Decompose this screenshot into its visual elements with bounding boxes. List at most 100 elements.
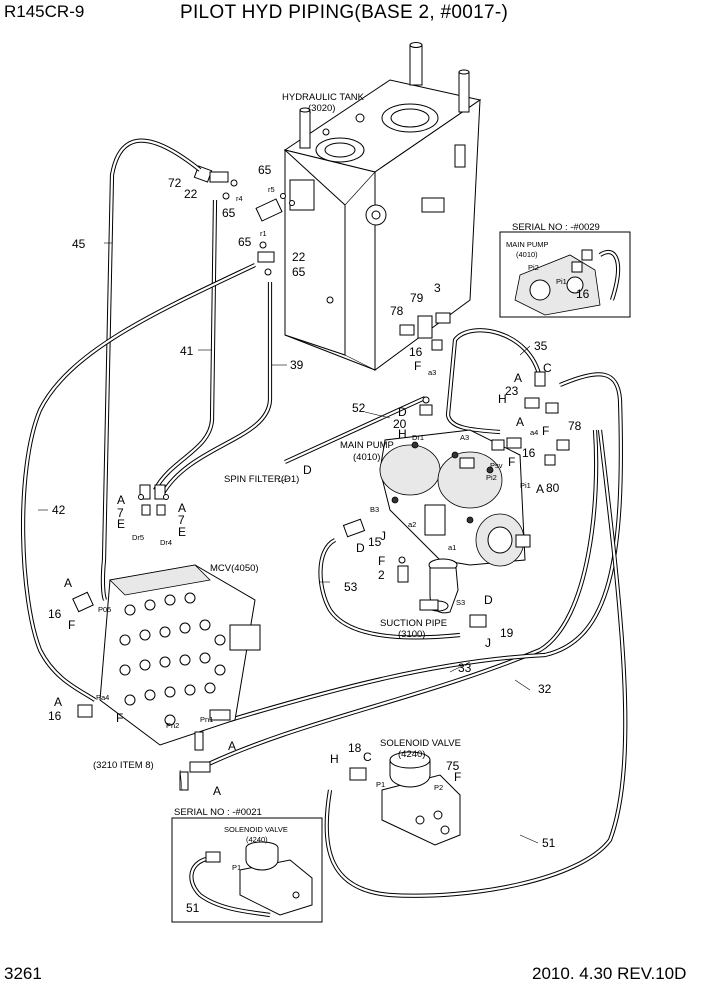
mcv-label: MCV(4050) bbox=[210, 563, 259, 574]
callout-15: 15 bbox=[368, 535, 382, 549]
port-pa4: Pa4 bbox=[96, 693, 109, 702]
hydraulic-tank-number: (3020) bbox=[308, 103, 335, 114]
port-r4: r4 bbox=[236, 194, 243, 203]
inset-port-pi2: Pi2 bbox=[528, 263, 539, 272]
letter-c: C bbox=[543, 361, 552, 375]
port-p1: P1 bbox=[376, 780, 385, 789]
callout-20: 20 bbox=[393, 417, 407, 431]
port-labels: r1 r4 r5 a3 a4 a2 a1 Dr1 A3 Psv Pi2 Pi1 … bbox=[96, 185, 538, 792]
letter-h: H bbox=[398, 427, 407, 441]
port-a2: a2 bbox=[408, 520, 416, 529]
suction-pipe-number: (3100) bbox=[398, 629, 425, 640]
letter-c: C bbox=[363, 750, 372, 764]
callout-78: 78 bbox=[568, 419, 582, 433]
port-r1: r1 bbox=[260, 229, 267, 238]
suction-pipe-label: SUCTION PIPE bbox=[380, 618, 447, 629]
port-p2: P2 bbox=[434, 783, 443, 792]
port-b3: B3 bbox=[370, 505, 379, 514]
main-pump bbox=[379, 429, 531, 567]
tank-fittings bbox=[193, 165, 295, 276]
port-pi2: Pi2 bbox=[486, 473, 497, 482]
callout-7: 7 bbox=[117, 506, 124, 520]
port-dr4: Dr4 bbox=[160, 538, 172, 547]
suction-pipe bbox=[419, 558, 459, 614]
letter-d: D bbox=[303, 463, 312, 477]
port-a1: a1 bbox=[448, 543, 456, 552]
letter-a: A bbox=[117, 493, 125, 507]
inset-serial-0021 bbox=[171, 817, 323, 923]
callout-80: 80 bbox=[546, 481, 560, 495]
callout-45: 45 bbox=[72, 237, 86, 251]
letter-h: H bbox=[498, 392, 507, 406]
letter-a: A bbox=[64, 576, 72, 590]
port-dr1: Dr1 bbox=[412, 433, 424, 442]
port-pi1: Pi1 bbox=[520, 481, 531, 490]
callout-16: 16 bbox=[409, 345, 423, 359]
letter-e: E bbox=[117, 517, 125, 531]
callout-3: 3 bbox=[434, 281, 441, 295]
port-p05: P05 bbox=[98, 605, 111, 614]
letter-a: A bbox=[516, 415, 524, 429]
inset-serial-0029-pump-number: (4010) bbox=[516, 250, 538, 259]
callout-65: 65 bbox=[238, 235, 252, 249]
callout-65: 65 bbox=[292, 265, 306, 279]
callout-42: 42 bbox=[52, 503, 66, 517]
page-title: PILOT HYD PIPING(BASE 2, #0017-) bbox=[180, 2, 509, 23]
letter-d: D bbox=[356, 541, 365, 555]
letter-a: A bbox=[514, 371, 522, 385]
callout-16: 16 bbox=[48, 709, 62, 723]
callout-19: 19 bbox=[500, 626, 514, 640]
mcv-valve-block bbox=[99, 564, 261, 746]
letter-f: F bbox=[508, 455, 515, 469]
model-number: R145CR-9 bbox=[4, 2, 85, 21]
letter-a: A bbox=[213, 784, 221, 798]
callout-51: 51 bbox=[542, 836, 556, 850]
leader-lines bbox=[38, 242, 539, 844]
letter-f: F bbox=[454, 770, 461, 784]
revision-date: 2010. 4.30 REV.10D bbox=[532, 964, 687, 983]
callout-79: 79 bbox=[410, 291, 424, 305]
inset-serial-0029 bbox=[499, 231, 631, 318]
solenoid-valve bbox=[349, 751, 461, 846]
spin-filter-label: SPIN FILTER(D1) bbox=[224, 474, 299, 485]
callout-72: 72 bbox=[168, 176, 182, 190]
port-pn2: Pn2 bbox=[166, 721, 179, 730]
letter-f: F bbox=[378, 554, 385, 568]
callout-53: 53 bbox=[344, 580, 358, 594]
port-a4: a4 bbox=[530, 428, 538, 437]
main-pump-label: MAIN PUMP bbox=[340, 440, 394, 451]
main-pump-number: (4010) bbox=[353, 452, 380, 463]
inset-serial-0029-title: SERIAL NO : -#0029 bbox=[512, 222, 600, 233]
inset-serial-0021-valve-number: (4240) bbox=[246, 835, 268, 844]
callout-2: 2 bbox=[378, 568, 385, 582]
letter-e: E bbox=[178, 525, 186, 539]
callout-52: 52 bbox=[352, 401, 366, 415]
callout-41: 41 bbox=[180, 344, 194, 358]
callout-7: 7 bbox=[178, 513, 185, 527]
inset-port-pi1: Pi1 bbox=[556, 277, 567, 286]
letter-f: F bbox=[414, 359, 421, 373]
connection-letters: A A A A A A A A A C C D D D D E E F F F … bbox=[54, 359, 552, 798]
solenoid-valve-number: (4240) bbox=[398, 749, 425, 760]
port-pn1: Pn1 bbox=[200, 715, 213, 724]
letter-a: A bbox=[178, 501, 186, 515]
port-a3-upper: A3 bbox=[460, 433, 469, 442]
solenoid-valve-label: SOLENOID VALVE bbox=[380, 738, 461, 749]
inset-serial-0029-pump-label: MAIN PUMP bbox=[506, 240, 549, 249]
inset-serial-0021-valve-label: SOLENOID VALVE bbox=[224, 825, 288, 834]
letter-f: F bbox=[542, 424, 549, 438]
callout-22: 22 bbox=[292, 250, 306, 264]
letter-j: J bbox=[485, 636, 491, 650]
port-a3: a3 bbox=[428, 368, 436, 377]
letter-f: F bbox=[68, 618, 75, 632]
callout-23: 23 bbox=[505, 384, 519, 398]
callout-16: 16 bbox=[48, 607, 62, 621]
hydraulic-tank-label: HYDRAULIC TANK bbox=[282, 92, 365, 103]
inset-serial-0021-title: SERIAL NO : -#0021 bbox=[174, 807, 262, 818]
item-reference-label: (3210 ITEM 8) bbox=[93, 760, 154, 771]
part-number-callouts: 72 22 65 65 65 22 65 45 41 39 42 79 3 78… bbox=[48, 163, 582, 850]
inset-serial-0021-part-51: 51 bbox=[186, 901, 200, 915]
callout-65: 65 bbox=[258, 163, 272, 177]
letter-a: A bbox=[536, 482, 544, 496]
